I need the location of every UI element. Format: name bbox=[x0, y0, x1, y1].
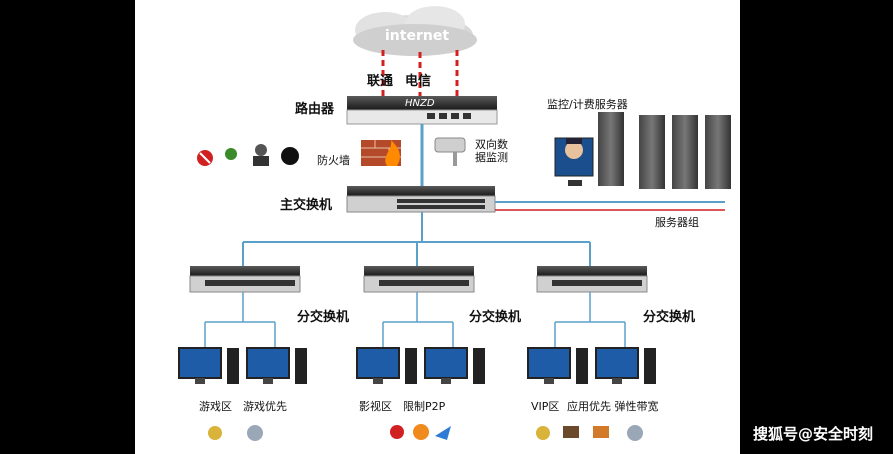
isp-label-unicom: 联通 bbox=[367, 74, 394, 89]
sub-switch-label-3: 分交换机 bbox=[643, 310, 696, 325]
main-switch-device bbox=[346, 186, 496, 213]
distribution-bus bbox=[242, 212, 591, 266]
isp-label-telecom: 电信 bbox=[405, 74, 432, 89]
zone-extra-vip: 应用优先 弹性带宽 bbox=[567, 400, 659, 413]
download-icon bbox=[563, 426, 579, 438]
monitor-label: 双向数 据监测 bbox=[475, 138, 508, 164]
main-switch-label: 主交换机 bbox=[280, 198, 333, 213]
router-brand: HNZD bbox=[405, 98, 435, 109]
p2p-icon bbox=[413, 424, 429, 440]
internet-cloud bbox=[353, 6, 477, 56]
zone3-pcs bbox=[527, 347, 656, 384]
router-device bbox=[346, 96, 498, 125]
block-icon-2 bbox=[390, 425, 404, 439]
admin-monitor bbox=[554, 137, 594, 186]
network-diagram: internet 联通 电信 路由器 HNZD 防火墙 双向数 据监测 监控/计… bbox=[135, 0, 740, 454]
upload-icon bbox=[593, 426, 609, 438]
sub-switch-3 bbox=[536, 266, 648, 293]
key-icon-2 bbox=[536, 426, 550, 440]
router-label: 路由器 bbox=[295, 102, 335, 117]
hacker-icon bbox=[255, 144, 267, 156]
watermark: 搜狐号@安全时刻 bbox=[752, 425, 873, 443]
camera-icon bbox=[434, 137, 466, 166]
sub-switch-label-1: 分交换机 bbox=[297, 310, 350, 325]
zone2-pcs bbox=[356, 347, 485, 384]
sub-switch-2 bbox=[363, 266, 475, 293]
isp-links bbox=[381, 50, 459, 100]
bird-icon bbox=[435, 426, 451, 440]
firewall-icon bbox=[361, 140, 401, 166]
cloud-label: internet bbox=[385, 28, 450, 44]
server-title: 监控/计费服务器 bbox=[547, 98, 628, 111]
server-group-label: 服务器组 bbox=[655, 216, 699, 229]
key-icon bbox=[208, 426, 222, 440]
server-rack bbox=[598, 112, 731, 189]
zone-label-game: 游戏区 bbox=[199, 400, 232, 413]
zone-extra-movie: 限制P2P bbox=[403, 400, 446, 413]
firewall-label: 防火墙 bbox=[317, 154, 350, 167]
client-links bbox=[204, 292, 626, 348]
zone-label-movie: 影视区 bbox=[359, 400, 392, 413]
zone-label-vip: VIP区 bbox=[531, 400, 560, 413]
sub-switch-label-2: 分交换机 bbox=[469, 310, 522, 325]
sub-switch-1 bbox=[189, 266, 301, 293]
gamepad-icon bbox=[247, 425, 263, 441]
zone1-pcs bbox=[178, 347, 307, 384]
gamepad-icon-2 bbox=[627, 425, 643, 441]
virus-icon bbox=[225, 148, 237, 160]
zone-extra-game: 游戏优先 bbox=[243, 400, 287, 413]
bomb-icon bbox=[281, 147, 299, 165]
diagram-graphics bbox=[178, 6, 731, 441]
